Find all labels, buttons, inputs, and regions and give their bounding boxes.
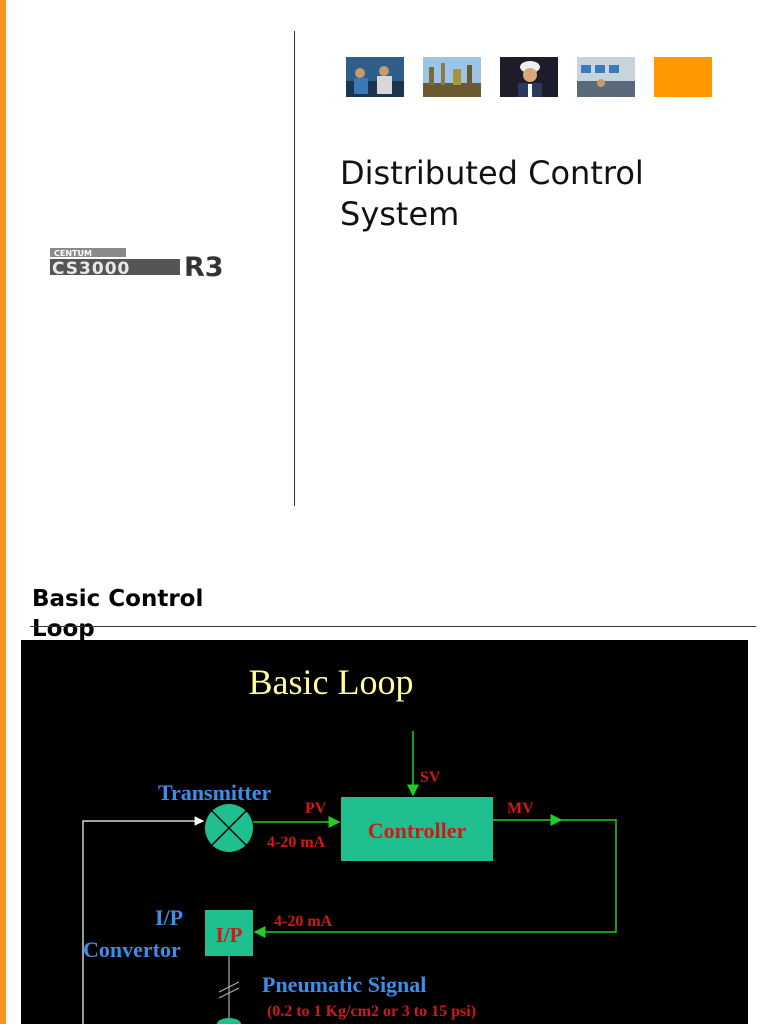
- controller-label: Controller: [368, 818, 467, 843]
- valve-symbol: [217, 1018, 241, 1024]
- orange-square: [654, 57, 712, 97]
- sv-label: SV: [420, 769, 441, 786]
- mv-label: MV: [507, 800, 534, 817]
- photo-operators: [346, 57, 404, 97]
- photo-control-room: [577, 57, 635, 97]
- pneumatic-range-label: (0.2 to 1 Kg/cm2 or 3 to 15 psi): [267, 1003, 476, 1020]
- photo-refinery: [423, 57, 481, 97]
- ip-label-line-2: Convertor: [83, 937, 181, 962]
- feedback-line: [82, 816, 205, 1024]
- controller-box: [341, 797, 493, 861]
- pv-label: PV: [305, 800, 327, 817]
- output-loop-line: [253, 819, 617, 938]
- pneumatic-label: Pneumatic Signal: [262, 972, 426, 997]
- basic-loop-diagram: Basic Loop SV Controller Transmitter PV …: [82, 662, 617, 1024]
- section-title: Basic Control Loop: [32, 586, 204, 642]
- svg-text:CS3000: CS3000: [52, 259, 130, 278]
- transmitter-label: Transmitter: [158, 780, 271, 805]
- vertical-divider: [294, 31, 295, 506]
- basic-loop-slide: Basic Loop SV Controller Transmitter PV …: [21, 640, 748, 1024]
- centum-logo: CENTUM CS3000 R3: [50, 248, 256, 283]
- ip-converter-box: [205, 910, 253, 956]
- ip-box-label: I/P: [216, 923, 243, 947]
- ma-label-left: 4-20 mA: [267, 834, 326, 851]
- ma-label-right: 4-20 mA: [274, 913, 333, 930]
- svg-text:CENTUM: CENTUM: [54, 249, 92, 258]
- svg-text:R3: R3: [184, 252, 224, 278]
- title-line-1: Distributed Control: [340, 154, 644, 192]
- left-accent-bar: [0, 0, 6, 1024]
- page-title: Distributed Control System: [340, 153, 740, 235]
- horizontal-rule: [30, 626, 756, 627]
- ip-label-line-1: I/P: [155, 905, 183, 930]
- title-line-2: System: [340, 195, 460, 233]
- photo-engineer-hardhat: [500, 57, 558, 97]
- slide-title: Basic Loop: [249, 662, 414, 702]
